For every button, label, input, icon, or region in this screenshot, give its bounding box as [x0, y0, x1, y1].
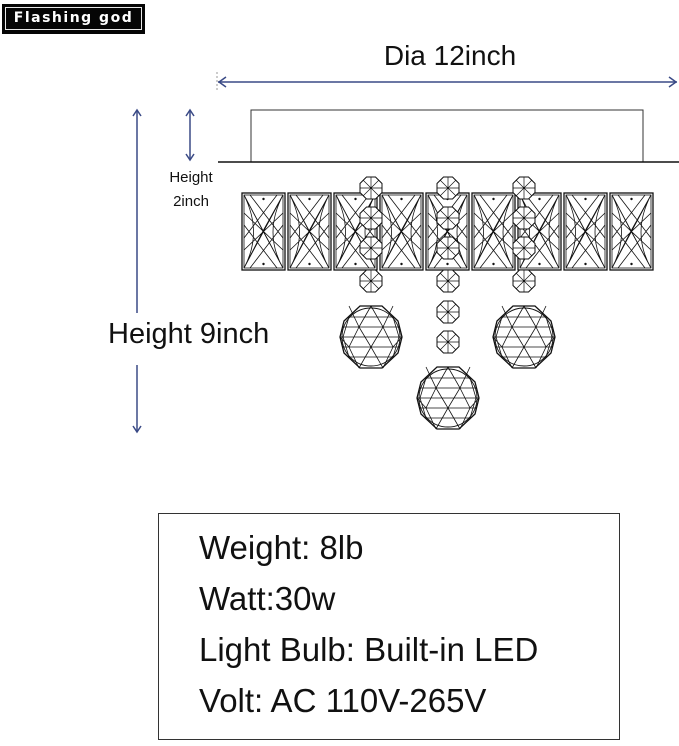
total-height-arrow — [132, 108, 142, 434]
canopy-height-label-line1: Height — [169, 169, 213, 186]
spec-box: Weight: 8lb Watt:30w Light Bulb: Built-i… — [158, 513, 620, 740]
canopy-height-arrow — [185, 108, 195, 162]
brand-logo: Flashing god — [2, 4, 145, 34]
canopy-height-label: Height 2inch — [158, 166, 224, 214]
diameter-label: Dia 12inch — [383, 40, 517, 71]
spec-watt: Watt:30w — [199, 580, 336, 617]
spec-weight: Weight: 8lb — [199, 529, 364, 566]
spec-bulb: Light Bulb: Built-in LED — [199, 631, 539, 668]
total-height-label: Height 9inch — [108, 318, 270, 350]
canopy-height-label-line2: 2inch — [173, 193, 209, 210]
diameter-arrow — [217, 76, 678, 88]
brand-label: Flashing god — [5, 7, 142, 30]
spec-volt: Volt: AC 110V-265V — [199, 682, 487, 719]
crystal-balls — [339, 305, 556, 430]
